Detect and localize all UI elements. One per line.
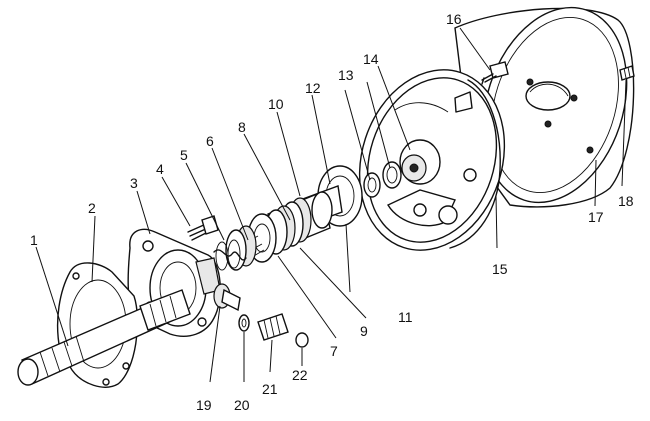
callout-15: 15 <box>492 261 508 277</box>
callout-16: 16 <box>446 11 462 27</box>
part-5-spring <box>213 239 247 271</box>
part-1-shaft <box>17 289 191 386</box>
part-18-pin <box>619 65 635 81</box>
part-13-ring <box>382 161 402 189</box>
part-19-gear <box>213 283 241 312</box>
leader-lines <box>35 27 627 383</box>
callout-20: 20 <box>234 397 250 413</box>
callout-12: 12 <box>305 80 321 96</box>
callout-6: 6 <box>206 133 214 149</box>
callout-10: 10 <box>268 96 284 112</box>
callout-2: 2 <box>88 200 96 216</box>
callout-8: 8 <box>238 119 246 135</box>
callout-7: 7 <box>330 343 338 359</box>
callout-18: 18 <box>618 193 634 209</box>
part-12-washer <box>363 172 381 198</box>
part-14-hub-nut <box>399 139 441 185</box>
part-21-plug <box>257 313 289 341</box>
callout-9: 9 <box>360 323 368 339</box>
callout-19: 19 <box>196 397 212 413</box>
callout-14: 14 <box>363 51 379 67</box>
callout-17: 17 <box>588 209 604 225</box>
callout-13: 13 <box>338 67 354 83</box>
part-16-bolt <box>481 61 509 85</box>
callout-1: 1 <box>30 232 38 248</box>
callout-22: 22 <box>292 367 308 383</box>
part-6-8-bearing <box>225 213 277 271</box>
callout-5: 5 <box>180 147 188 163</box>
part-20-oring <box>238 314 250 332</box>
callout-11: 11 <box>398 309 413 325</box>
callout-21: 21 <box>262 381 278 397</box>
callout-4: 4 <box>156 161 164 177</box>
part-22-cap <box>295 332 309 348</box>
callout-3: 3 <box>130 175 138 191</box>
